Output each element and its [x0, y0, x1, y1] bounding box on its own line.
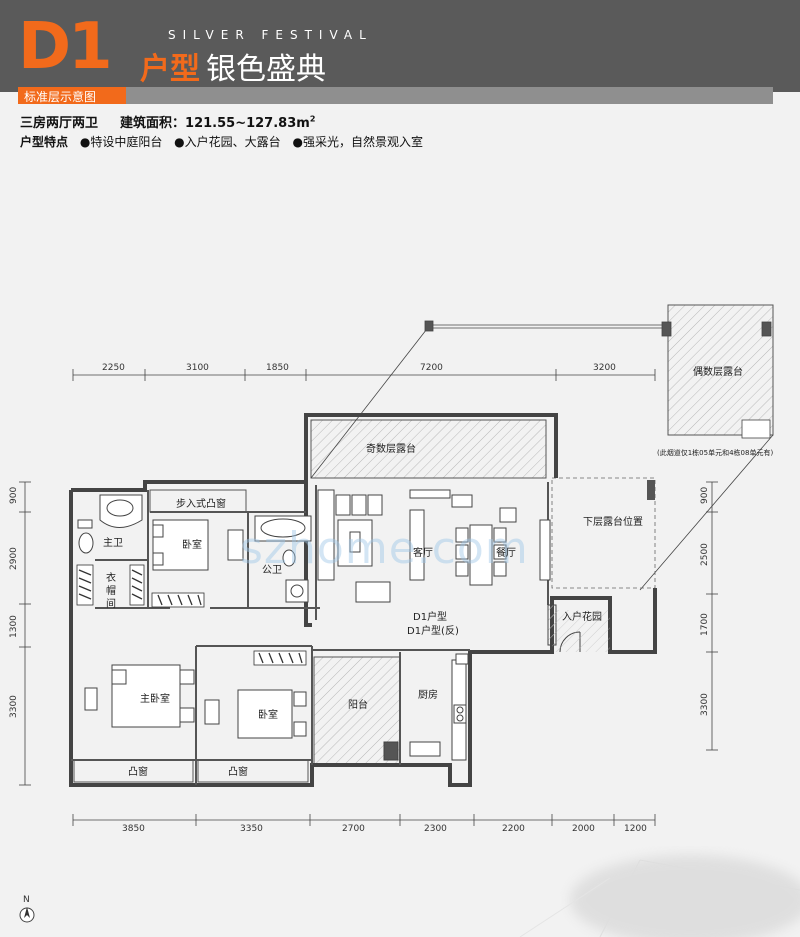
label-unit-rev: D1户型(反) [407, 624, 459, 637]
dim-top-2: 3100 [186, 363, 209, 373]
label-bedroom-a: 卧室 [182, 538, 202, 551]
dim-top-3: 1850 [266, 363, 289, 373]
label-public-bath: 公卫 [262, 565, 282, 576]
compass-icon [19, 907, 35, 923]
kitchen-fixtures [383, 653, 469, 761]
label-balcony: 阳台 [348, 698, 368, 711]
even-terrace-area [667, 304, 774, 436]
dining-furniture [451, 494, 551, 586]
dim-right-4: 3300 [700, 693, 710, 716]
living-furniture [317, 489, 451, 603]
features-line: 户型特点 ●特设中庭阳台 ●入户花园、大露台 ●强采光，自然景观入室 [20, 133, 423, 150]
label-closet-1: 衣 [106, 571, 116, 584]
unit-code: D1 [18, 10, 113, 84]
label-bay-2: 凸窗 [228, 765, 248, 778]
dim-bottom-2: 3350 [240, 824, 263, 834]
compass-label: N [23, 895, 30, 905]
label-walkin-bay: 步入式凸窗 [176, 497, 226, 510]
public-bath-fixtures [254, 515, 312, 603]
master-bed [84, 664, 195, 728]
label-master-bedroom: 主卧室 [140, 692, 170, 705]
chinese-name: 银色盛典 [206, 52, 326, 87]
header-band: D1 SILVER FESTIVAL 户型 银色盛典 [0, 0, 800, 92]
subtitle-bar: 标准层示意图 [18, 87, 773, 104]
dim-left-1: 900 [9, 487, 19, 504]
dim-top-5: 3200 [593, 363, 616, 373]
label-living: 客厅 [413, 546, 433, 559]
label-lower-terrace: 下层露台位置 [583, 515, 643, 528]
label-dining: 餐厅 [496, 546, 516, 559]
dim-bottom-3: 2700 [342, 824, 365, 834]
label-bedroom-b: 卧室 [258, 708, 278, 721]
label-unit: D1户型 [413, 610, 447, 623]
bedroom-b-bed [204, 689, 307, 739]
background-decor [519, 855, 800, 937]
dim-bottom-6: 2000 [572, 824, 595, 834]
dim-left-2: 2900 [9, 547, 19, 570]
dim-left [19, 481, 31, 786]
dim-right-2: 2500 [700, 543, 710, 566]
english-name: SILVER FESTIVAL [168, 28, 373, 42]
subtitle-accent [18, 87, 126, 104]
bedroom-a-bed [152, 519, 244, 571]
layout-text: 三房两厅两卫 [20, 116, 99, 131]
features-label: 户型特点 [20, 135, 69, 149]
label-odd-terrace: 奇数层露台 [366, 442, 416, 455]
dim-top-4: 7200 [420, 363, 443, 373]
label-entry-garden: 入户花园 [562, 610, 602, 623]
dim-right-3: 1700 [700, 613, 710, 636]
dim-left-3: 1300 [9, 615, 19, 638]
watermark: szhome.com [240, 523, 529, 574]
dim-bottom-1: 3850 [122, 824, 145, 834]
dim-bottom [72, 814, 656, 826]
label-kitchen: 厨房 [418, 688, 438, 701]
master-bath-fixtures [77, 494, 143, 554]
subtitle-text: 标准层示意图 [24, 90, 97, 104]
feature-item: ●入户花园、大露台 [174, 135, 281, 149]
dim-bottom-5: 2200 [502, 824, 525, 834]
summary-line: 三房两厅两卫 建筑面积：121.55~127.83m2 [20, 112, 315, 131]
area-unit-sup: 2 [309, 114, 316, 124]
dim-top [72, 369, 656, 381]
label-closet-2: 帽 [106, 584, 116, 597]
label-flue-note: (此烟道仅1栋05单元和4栋08单元有) [657, 448, 773, 457]
dim-right-1: 900 [700, 487, 710, 504]
dim-bottom-7: 1200 [624, 824, 647, 834]
feature-item: ●特设中庭阳台 [79, 135, 163, 149]
label-even-terrace: 偶数层露台 [693, 365, 743, 378]
label-bay-1: 凸窗 [128, 765, 148, 778]
lower-terrace-outline [551, 477, 656, 589]
area-label: 建筑面积： [120, 116, 186, 131]
entry-door [547, 604, 610, 653]
lower-terrace-column [647, 480, 655, 500]
dim-left-4: 3300 [9, 695, 19, 718]
bay-windows [73, 489, 309, 783]
projection-lines [310, 320, 774, 591]
dim-bottom-4: 2300 [424, 824, 447, 834]
area-value: 121.55~127.83m [185, 116, 310, 131]
label-master-bath: 主卫 [103, 537, 123, 549]
feature-item: ●强采光，自然景观入室 [292, 135, 423, 149]
odd-terrace-area [310, 419, 547, 479]
dim-top-1: 2250 [102, 363, 125, 373]
type-label: 户型 [140, 52, 200, 87]
label-closet-3: 间 [106, 597, 116, 610]
dim-right [706, 481, 718, 751]
closet-hangers [76, 564, 307, 666]
